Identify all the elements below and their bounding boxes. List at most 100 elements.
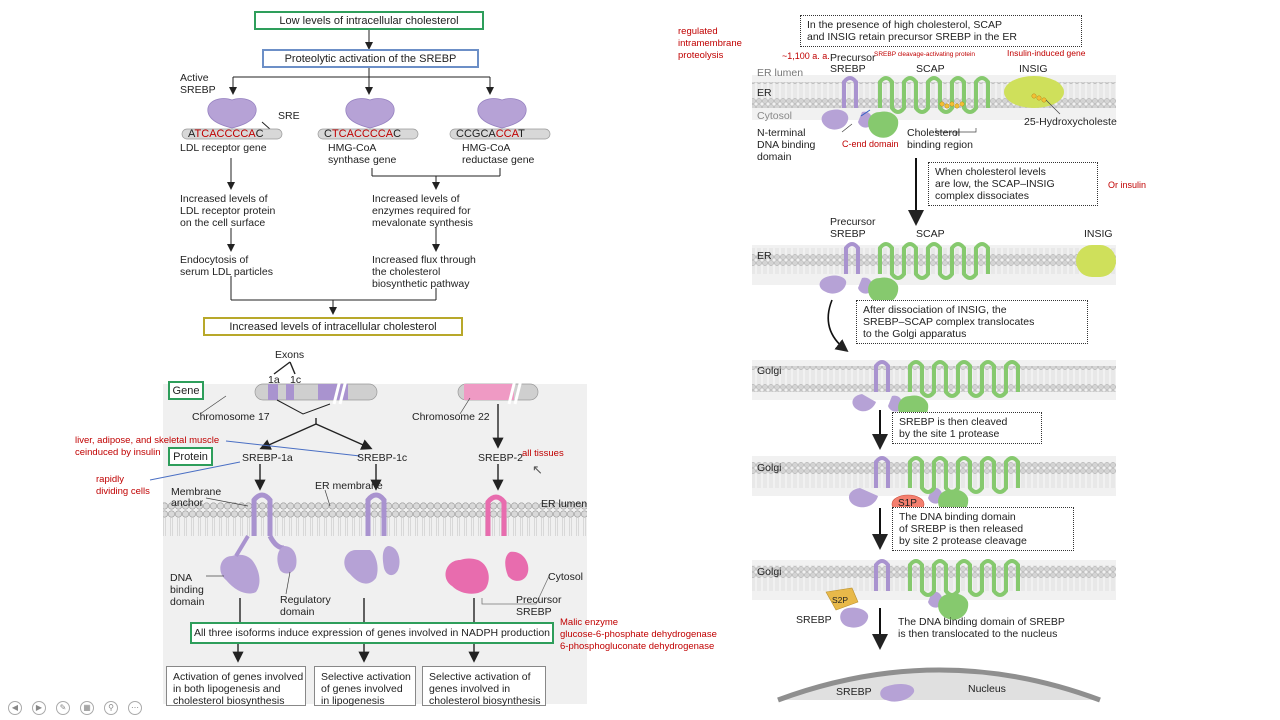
exon-1a-label: 1a bbox=[268, 374, 280, 386]
prev-slide-button[interactable]: ◀ bbox=[8, 701, 22, 715]
cytosol-label-left: Cytosol bbox=[548, 571, 584, 583]
srebp-2-dna-binding-domain bbox=[445, 558, 489, 594]
outcome-1-line-3: cholesterol biosynthesis bbox=[173, 695, 285, 707]
srebp-1c-regulatory-domain bbox=[382, 546, 400, 576]
srebp-dna-domain-2 bbox=[819, 275, 847, 294]
srebp-1a-regulatory-domain bbox=[277, 546, 297, 574]
cholesterol-region-label-2: binding region bbox=[907, 139, 973, 151]
scap-helices-1 bbox=[878, 76, 990, 114]
step1-line-1: In the presence of high cholesterol, SCA… bbox=[807, 19, 1002, 31]
hmg-synthase-label-1: HMG-CoA bbox=[328, 142, 377, 154]
step3-line-1: After dissociation of INSIG, the bbox=[863, 304, 1007, 316]
srebp-2-regulatory-domain bbox=[505, 551, 529, 581]
sre-label: SRE bbox=[278, 110, 300, 122]
ldl-receptor-sequence: ATCACCCCAC bbox=[188, 128, 264, 140]
nucleus-label: Nucleus bbox=[968, 683, 1006, 695]
note-insig-full: Insulin-induced gene bbox=[1007, 48, 1086, 58]
next-slide-button[interactable]: ▶ bbox=[32, 701, 46, 715]
left-flow-arrows bbox=[227, 29, 501, 315]
isoform-panel-bg bbox=[163, 384, 587, 704]
note-tissues-1: liver, adipose, and skeletal muscle bbox=[75, 435, 220, 446]
note-rip-2: intramembrane bbox=[678, 38, 742, 49]
er-lumen-label-left: ER lumen bbox=[541, 498, 588, 510]
note-enzyme-3: 6-phosphogluconate dehydrogenase bbox=[560, 641, 715, 652]
note-all-tissues: all tissues bbox=[522, 448, 564, 459]
effect-ldl-1: Increased levels of bbox=[180, 193, 268, 205]
mouse-cursor-icon: ↖ bbox=[532, 462, 543, 477]
hydroxycholesterol-label: 25-Hydroxycholeste bbox=[1024, 116, 1117, 128]
precursor-srebp-label-1b: SREBP bbox=[830, 63, 866, 75]
precursor-srebp-label-2a: Precursor bbox=[830, 216, 876, 228]
zoom-icon[interactable]: ⚲ bbox=[104, 701, 118, 715]
outcome-3-line-2: genes involved in bbox=[429, 683, 511, 695]
hmg-reductase-label-2: reductase gene bbox=[462, 154, 535, 166]
outcome-1-line-1: Activation of genes involved bbox=[173, 671, 304, 683]
note-c-end: C-end domain bbox=[842, 139, 899, 149]
srebp-golgi-2 bbox=[874, 456, 890, 488]
active-srebp-label-2: SREBP bbox=[180, 84, 216, 96]
cytosol-label-right: Cytosol bbox=[757, 110, 793, 122]
srebp-dna-domain-1 bbox=[821, 109, 849, 130]
precursor-srebp-label-1a: Precursor bbox=[830, 52, 876, 64]
chromosome-22 bbox=[457, 379, 539, 405]
golgi-label-3: Golgi bbox=[757, 566, 782, 578]
c-end-arrow bbox=[860, 109, 871, 117]
step2-line-3: complex dissociates bbox=[935, 190, 1029, 202]
chromosome-17-label: Chromosome 17 bbox=[192, 411, 270, 423]
note-rip-1: regulated bbox=[678, 26, 718, 37]
more-options-icon[interactable]: ⋯ bbox=[128, 701, 142, 715]
step4-line-2: by the site 1 protease bbox=[899, 428, 1000, 440]
srebp-1a-label: SREBP-1a bbox=[242, 452, 293, 464]
protein-label-box: Protein bbox=[168, 447, 213, 466]
note-rip-3: proteolysis bbox=[678, 50, 724, 61]
right-pointer-lines bbox=[841, 99, 1061, 136]
step4-line-1: SREBP is then cleaved bbox=[899, 416, 1008, 428]
outcome-2-line-2: of genes involved bbox=[321, 683, 403, 695]
step1-box: In the presence of high cholesterol, SCA… bbox=[800, 15, 1082, 47]
endocytosis-2: serum LDL particles bbox=[180, 266, 273, 278]
note-rapid-2: dividing cells bbox=[96, 486, 150, 497]
cholesterol-region-label-1: Cholesterol bbox=[907, 127, 961, 139]
srebp-golgi-2-dna bbox=[848, 488, 878, 508]
step6-line-1: The DNA binding domain of SREBP bbox=[898, 616, 1065, 628]
effect-enzymes-2: enzymes required for bbox=[372, 205, 471, 217]
insig-label-1: INSIG bbox=[1019, 63, 1048, 75]
er-lumen-label: ER lumen bbox=[757, 67, 804, 79]
hmg-reductase-sequence: CCGCACCAT bbox=[456, 128, 525, 140]
scap-label-2: SCAP bbox=[916, 228, 945, 240]
hmg-synthase-sequence: CTCACCCCAC bbox=[324, 128, 402, 140]
insig-shape-2 bbox=[1076, 245, 1116, 277]
membrane-anchor-label-1: Membrane bbox=[171, 486, 222, 498]
pen-icon[interactable]: ✎ bbox=[56, 701, 70, 715]
chromosome-22-label: Chromosome 22 bbox=[412, 411, 490, 423]
note-arrows bbox=[149, 440, 361, 481]
dna-rods bbox=[181, 128, 551, 140]
scap-domain-2 bbox=[868, 277, 899, 304]
cholesterol-molecules bbox=[939, 101, 965, 109]
released-srebp-label: SREBP bbox=[796, 614, 832, 626]
flux-3: biosynthetic pathway bbox=[372, 278, 470, 290]
note-tissues-2: ceinduced by insulin bbox=[75, 447, 161, 458]
srebp-1c-label: SREBP-1c bbox=[357, 452, 408, 464]
step1-line-2: and INSIG retain precursor SREBP in the … bbox=[807, 31, 1017, 43]
srebp-golgi-1 bbox=[874, 360, 890, 392]
step2-box: When cholesterol levels are low, the SCA… bbox=[928, 162, 1098, 206]
effect-ldl-2: LDL receptor protein bbox=[180, 205, 276, 217]
regulatory-label-2: domain bbox=[280, 606, 315, 618]
note-scap-full: SREBP cleavage-activating protein bbox=[874, 51, 976, 58]
effect-enzymes-1: Increased levels of bbox=[372, 193, 460, 205]
n-terminal-label-1: N-terminal bbox=[757, 127, 806, 139]
nuclear-srebp-label: SREBP bbox=[836, 686, 872, 698]
outcome-box-2: Selective activation of genes involved i… bbox=[314, 666, 416, 707]
note-enzyme-2: glucose-6-phosphate dehydrogenase bbox=[560, 629, 717, 640]
slides-grid-icon[interactable]: ▦ bbox=[80, 701, 94, 715]
scap-golgi-3-domain bbox=[938, 593, 969, 620]
scap-golgi-1 bbox=[908, 360, 1020, 398]
er-membrane-label: ER membrane bbox=[315, 480, 383, 492]
step5-line-3: by site 2 protease cleavage bbox=[899, 535, 1027, 547]
insig-shape-1 bbox=[1004, 76, 1064, 108]
translocation-arrow bbox=[827, 299, 849, 352]
step3-line-2: SREBP–SCAP complex translocates bbox=[863, 316, 1035, 328]
note-or-insulin: Or insulin bbox=[1108, 180, 1147, 190]
released-srebp bbox=[840, 607, 869, 628]
